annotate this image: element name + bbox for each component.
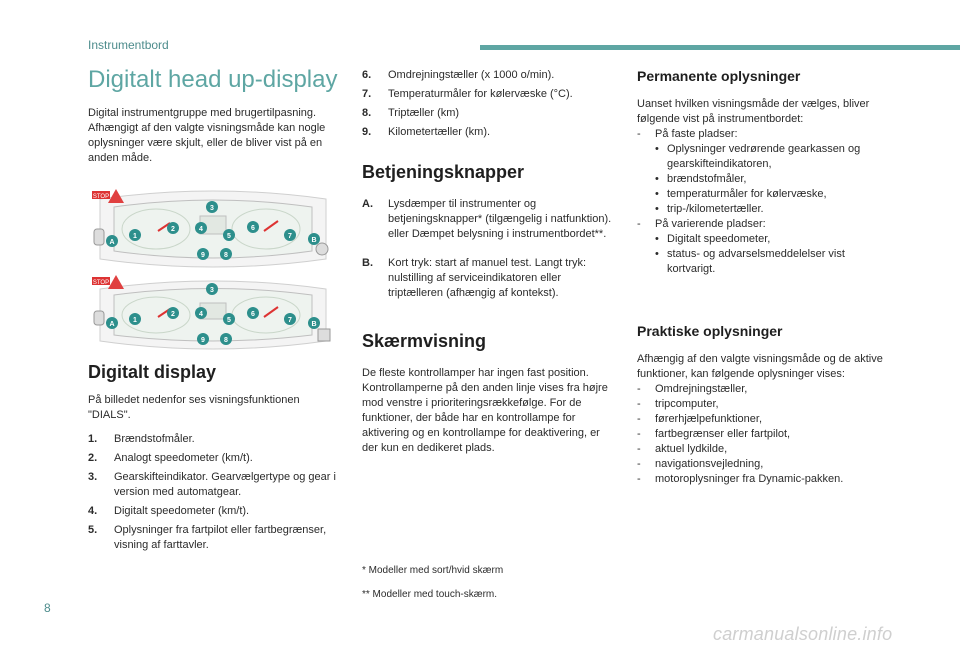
callout-7-b: 7 <box>288 317 292 324</box>
callout-2-b: 2 <box>171 311 175 318</box>
practical-info-list: -Omdrejningstæller, -tripcomputer, -føre… <box>637 382 892 487</box>
list-item: -motoroplysninger fra Dynamic-pakken. <box>637 473 844 485</box>
dimmer-button-icon <box>93 228 105 246</box>
column-2: 6.Omdrejningstæller (x 1000 o/min). 7.Te… <box>362 68 612 456</box>
list-item: 4.Digitalt speedometer (km/t). <box>88 505 250 517</box>
intro-text: Digital instrumentgruppe med brugertilpa… <box>88 107 326 164</box>
list-item: - På varierende pladser: •Digitalt speed… <box>637 218 845 275</box>
list-item: -Omdrejningstæller, <box>637 383 748 395</box>
footnote-1: * Modeller med sort/hvid skærm <box>362 565 504 576</box>
digital-display-intro: På billedet nedenfor ses visningsfunktio… <box>88 394 300 421</box>
callout-6: 6 <box>251 225 255 232</box>
list-item: 5.Oplysninger fra fartpilot eller fartbe… <box>88 524 327 551</box>
callout-5-b: 5 <box>227 317 231 324</box>
list-item: - På faste pladser: •Oplysninger vedrøre… <box>637 128 861 215</box>
list-item: -førerhjælpefunktioner, <box>637 413 762 425</box>
callout-a-b: A <box>109 321 114 328</box>
stop-label: STOP <box>93 194 109 200</box>
callout-1: 1 <box>133 233 137 240</box>
list-item: -aktuel lydkilde, <box>637 443 728 455</box>
controls-list: A.Lysdæmper til instrumenter og betjenin… <box>362 197 612 301</box>
digital-display-title: Digitalt display <box>88 362 217 382</box>
reset-button-icon <box>315 242 329 256</box>
list-item: 9.Kilometertæller (km). <box>362 126 491 138</box>
callout-8-b: 8 <box>224 337 228 344</box>
display-items: 1.Brændstofmåler. 2.Analogt speedometer … <box>88 432 338 553</box>
permanent-info-intro: Uanset hvilken visningsmåde der vælges, … <box>637 98 870 125</box>
screen-title: Skærmvisning <box>362 331 487 351</box>
display-items-cont: 6.Omdrejningstæller (x 1000 o/min). 7.Te… <box>362 68 612 140</box>
list-item: 6.Omdrejningstæller (x 1000 o/min). <box>362 69 555 81</box>
column-3: Permanente oplysninger Uanset hvilken vi… <box>637 68 892 487</box>
controls-title: Betjeningsknapper <box>362 162 525 182</box>
practical-info-title: Praktiske oplysninger <box>637 323 783 339</box>
digital-display-section: Digitalt display På billedet nedenfor se… <box>88 362 338 557</box>
callout-1-b: 1 <box>133 317 137 324</box>
callout-b: B <box>311 237 316 244</box>
callout-7: 7 <box>288 233 292 240</box>
cluster-bottom: STOP 3 1 2 4 5 6 7 8 9 A B <box>92 275 331 350</box>
page-title: Digitalt head up-display <box>88 66 338 93</box>
instrument-cluster-figure: STOP 3 1 2 4 5 6 7 8 9 A B STOP <box>92 189 331 350</box>
footnote-2: ** Modeller med touch-skærm. <box>362 589 498 600</box>
callout-3: 3 <box>210 205 214 212</box>
callout-3-b: 3 <box>210 287 214 294</box>
page-number: 8 <box>44 601 51 615</box>
stop-label-2: STOP <box>93 280 109 286</box>
screen-text: De fleste kontrollamper har ingen fast p… <box>362 367 608 454</box>
callout-b-b: B <box>311 321 316 328</box>
list-item: A.Lysdæmper til instrumenter og betjenin… <box>362 198 612 240</box>
header-bar <box>480 45 960 50</box>
callout-9-b: 9 <box>201 337 205 344</box>
section-label: Instrumentbord <box>88 38 169 52</box>
callout-8: 8 <box>224 252 228 259</box>
callout-4-b: 4 <box>199 311 203 318</box>
stop-warning-icon <box>92 191 110 199</box>
list-item: 8.Triptæller (km) <box>362 107 460 119</box>
watermark: carmanualsonline.info <box>713 624 893 644</box>
list-item: 7.Temperaturmåler for kølervæske (°C). <box>362 88 573 100</box>
column-1: Digitalt head up-display Digital instrum… <box>88 66 338 166</box>
callout-6-b: 6 <box>251 311 255 318</box>
cluster-top: STOP 3 1 2 4 5 6 7 8 9 A B <box>92 189 329 268</box>
callout-2: 2 <box>171 226 175 233</box>
list-item: 1.Brændstofmåler. <box>88 433 195 445</box>
list-item: 2.Analogt speedometer (km/t). <box>88 452 253 464</box>
list-item: -tripcomputer, <box>637 398 719 410</box>
callout-4: 4 <box>199 226 203 233</box>
list-item: 3.Gearskifteindikator. Gearvælgertype og… <box>88 471 336 498</box>
list-item: B.Kort tryk: start af manuel test. Langt… <box>362 257 587 299</box>
list-item: -navigationsvejledning, <box>637 458 764 470</box>
permanent-info-list: - På faste pladser: •Oplysninger vedrøre… <box>637 127 892 277</box>
practical-info-intro: Afhængig af den valgte visningsmåde og d… <box>637 353 883 380</box>
callout-5: 5 <box>227 233 231 240</box>
list-item: -fartbegrænser eller fartpilot, <box>637 428 791 440</box>
callout-a: A <box>109 239 114 246</box>
permanent-info-title: Permanente oplysninger <box>637 68 801 84</box>
callout-9: 9 <box>201 252 205 259</box>
